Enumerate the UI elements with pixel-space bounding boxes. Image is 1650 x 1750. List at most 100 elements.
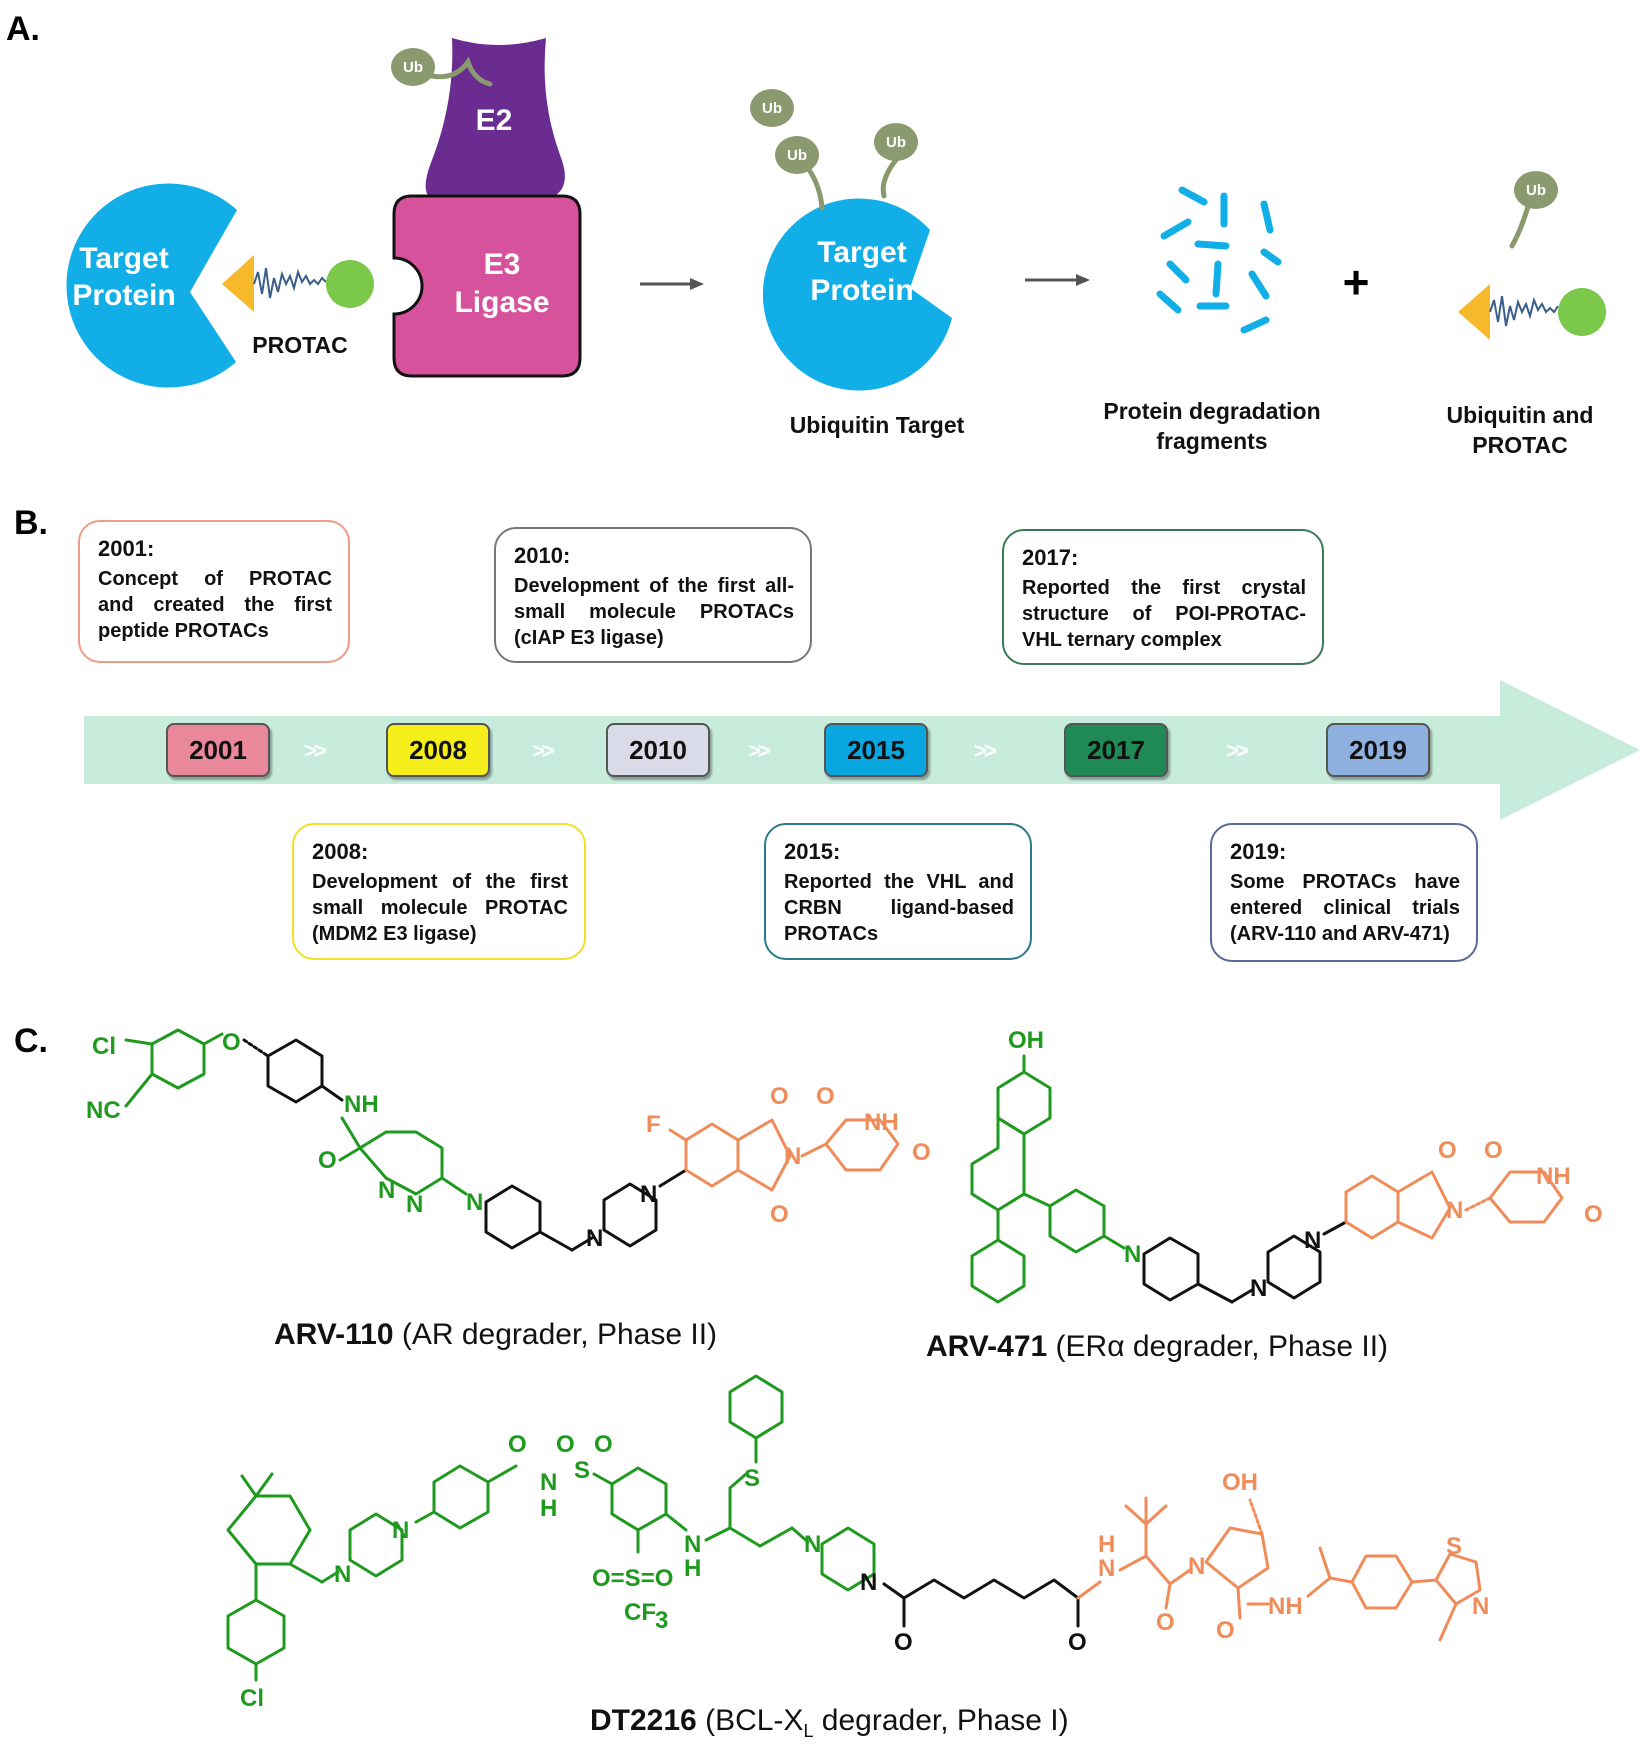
year-badge-2008: 2008: [386, 723, 490, 777]
e2-label: E2: [476, 104, 513, 137]
panel-label-a: A.: [6, 10, 40, 48]
arv471-nh: NH: [1536, 1163, 1571, 1190]
event-2019-text: Some PROTACs have entered clinical trial…: [1230, 871, 1460, 945]
dt2216-nh3-h: H: [1098, 1531, 1115, 1558]
dt2216-nh3-n: N: [1098, 1555, 1115, 1582]
dt2216-o1: O: [508, 1431, 527, 1458]
ubiquitin-protac-caption-1: Ubiquitin and: [1447, 402, 1594, 428]
dt2216-cf3-sub: 3: [655, 1607, 668, 1634]
arv110-n2: N: [406, 1191, 423, 1218]
ub-bead-3: [874, 123, 918, 161]
dt2216-oso: O=S=O: [592, 1565, 673, 1592]
dt2216-n2: N: [392, 1517, 409, 1544]
event-2010-year: 2010:: [514, 543, 571, 568]
arv110-nh: NH: [344, 1091, 379, 1118]
dt2216-o2: O: [894, 1629, 913, 1656]
e2-shape: [425, 38, 565, 202]
protac-label: PROTAC: [252, 332, 347, 358]
arv110-n4: N: [586, 1225, 603, 1252]
dt2216-nh4: NH: [1268, 1593, 1303, 1620]
panel-label-b: B.: [14, 504, 48, 542]
arv-110-caption: ARV-110 (AR degrader, Phase II): [274, 1318, 717, 1352]
ubiquitin-protac-caption-2: PROTAC: [1472, 432, 1567, 458]
arv-471-desc: (ERα degrader, Phase II): [1055, 1330, 1389, 1363]
event-2001-text: Concept of PROTAC and created the first …: [98, 568, 332, 642]
dt2216-s2: S: [744, 1465, 760, 1492]
e3-label-2: Ligase: [454, 286, 549, 319]
dt2216-nh-h: H: [540, 1495, 557, 1522]
timeline-event-2008: 2008: Development of the first small mol…: [292, 823, 586, 960]
timeline-separator-3: >>: [748, 738, 771, 763]
ub-chain-tail-2: [880, 157, 899, 199]
event-2019-year: 2019:: [1230, 839, 1287, 864]
arv-110-name: ARV-110: [274, 1318, 394, 1351]
dt2216-name: DT2216: [590, 1704, 697, 1737]
dt2216-o4: O: [1156, 1609, 1175, 1636]
year-badge-2015: 2015: [824, 723, 928, 777]
timeline-separator-2: >>: [532, 738, 555, 763]
protac-e3-ligand-circle: [326, 260, 374, 308]
dt2216-nh2-h: H: [684, 1555, 701, 1582]
ub-bead-1: [750, 89, 794, 127]
dt2216-n6: N: [1472, 1593, 1489, 1620]
dt2216-n3: N: [804, 1531, 821, 1558]
arv471-n3: N: [1304, 1227, 1321, 1254]
degradation-fragments: [1156, 186, 1282, 334]
event-2017-text: Reported the first crystal structure of …: [1022, 577, 1306, 651]
dt2216-so-o2: O: [594, 1431, 613, 1458]
ubiquitin-target-caption: Ubiquitin Target: [790, 412, 965, 438]
ub-bead-2: [775, 136, 819, 174]
year-badge-2001: 2001: [166, 723, 270, 777]
arv110-o1: O: [222, 1029, 241, 1056]
timeline-event-2019: 2019: Some PROTACs have entered clinical…: [1210, 823, 1478, 962]
year-badge-2010: 2010: [606, 723, 710, 777]
target-protein-label-2: Protein: [72, 279, 175, 312]
arv-110-desc: (AR degrader, Phase II): [401, 1318, 718, 1351]
timeline-event-2015: 2015: Reported the VHL and CRBN ligand-b…: [764, 823, 1032, 960]
dt2216-so-o1: O: [556, 1431, 575, 1458]
ubiquitin-target-protein-1: Target: [817, 236, 906, 269]
arv471-n1: N: [1124, 1241, 1141, 1268]
dt2216-nh-n: N: [540, 1469, 557, 1496]
event-2008-text: Development of the first small molecule …: [312, 871, 568, 945]
year-badge-2017: 2017: [1064, 723, 1168, 777]
arv-110-structure: Cl NC O NH O N N N N N F O O N O NH: [86, 1028, 931, 1252]
target-protein-shape: [66, 183, 238, 388]
dt2216-n4: N: [860, 1569, 877, 1596]
dt2216-nh2-n: N: [684, 1531, 701, 1558]
arv471-o3: O: [1584, 1201, 1603, 1228]
timeline-separator-5: >>: [1226, 738, 1249, 763]
timeline-event-2017: 2017: Reported the first crystal structu…: [1002, 529, 1324, 665]
arv110-cl: Cl: [92, 1033, 116, 1060]
arv-471-name: ARV-471: [926, 1330, 1048, 1363]
free-protac-warhead: [1458, 284, 1490, 340]
arv110-f: F: [646, 1111, 661, 1138]
free-ub-bead: [1514, 171, 1558, 209]
arv-471-caption: ARV-471 (ERα degrader, Phase II): [926, 1330, 1388, 1364]
dt2216-caption: DT2216 (BCL-XL degrader, Phase I): [590, 1704, 1069, 1742]
arv110-n6: N: [784, 1143, 801, 1170]
timeline-event-2010: 2010: Development of the first all-small…: [494, 527, 812, 663]
arv110-nc: NC: [86, 1097, 121, 1124]
ub-bead-2-label: Ub: [787, 147, 807, 164]
ub-bead-3-label: Ub: [886, 134, 906, 151]
protac-linker-wave: [253, 267, 327, 299]
event-2015-text: Reported the VHL and CRBN ligand-based P…: [784, 871, 1014, 945]
free-ub-label: Ub: [1526, 182, 1546, 199]
arv110-o4: O: [770, 1201, 789, 1228]
dt2216-desc-sub: L: [803, 1721, 814, 1741]
free-protac-ligand: [1558, 288, 1606, 336]
arv471-n2: N: [1250, 1275, 1267, 1302]
plus-sign: +: [1343, 256, 1370, 308]
dt2216-oh: OH: [1222, 1469, 1258, 1496]
event-2008-year: 2008:: [312, 839, 369, 864]
free-protac-linker: [1489, 295, 1559, 327]
e2-ub-label: Ub: [403, 59, 423, 76]
event-2001-year: 2001:: [98, 536, 155, 561]
arv471-oh: OH: [1008, 1027, 1044, 1054]
dt2216-n5: N: [1188, 1553, 1205, 1580]
timeline-separator-4: >>: [974, 738, 997, 763]
arv110-o2: O: [318, 1147, 337, 1174]
dt2216-cl: Cl: [240, 1685, 264, 1712]
